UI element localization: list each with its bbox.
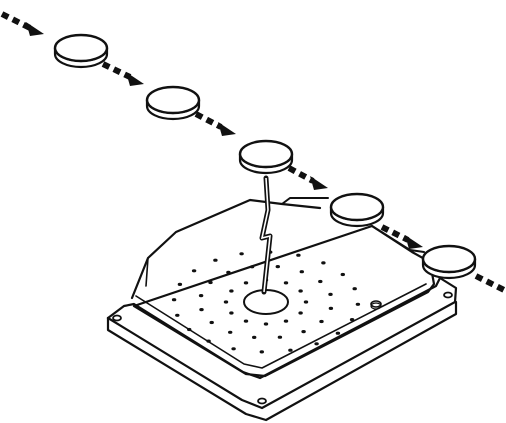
vacuum-hole bbox=[175, 313, 180, 317]
vacuum-hole bbox=[340, 272, 345, 277]
vacuum-hole bbox=[243, 319, 249, 323]
vacuum-hole bbox=[335, 331, 341, 335]
center-hole bbox=[243, 289, 289, 315]
disc-1 bbox=[53, 33, 109, 69]
vacuum-hole bbox=[229, 289, 234, 293]
vacuum-hole-grid bbox=[171, 250, 361, 354]
disc-2 bbox=[145, 85, 201, 121]
vacuum-hole bbox=[301, 330, 306, 334]
vacuum-hole bbox=[239, 252, 244, 256]
vacuum-hole bbox=[191, 269, 197, 273]
guide-line-2 bbox=[371, 225, 425, 253]
vacuum-hole bbox=[277, 335, 283, 339]
discs-group bbox=[53, 33, 477, 280]
vacuum-hole bbox=[259, 350, 264, 354]
flow-arrow-5 bbox=[380, 224, 423, 249]
vacuum-hole bbox=[298, 311, 303, 315]
flow-arrow-3 bbox=[194, 111, 236, 136]
vacuum-hole bbox=[213, 258, 218, 262]
vacuum-hole bbox=[275, 265, 280, 269]
vacuum-hole bbox=[303, 300, 309, 304]
vacuum-hole bbox=[314, 342, 319, 346]
disc-3 bbox=[238, 139, 294, 175]
vacuum-hole bbox=[349, 318, 355, 322]
vacuum-hole bbox=[171, 298, 177, 302]
vacuum-hole bbox=[355, 302, 361, 306]
vacuum-hole bbox=[328, 306, 334, 310]
pickup-lightning-link bbox=[259, 175, 273, 295]
vacuum-hole bbox=[318, 279, 323, 284]
conveyor-path bbox=[0, 11, 506, 294]
vacuum-hole bbox=[263, 322, 269, 326]
vacuum-hole bbox=[298, 289, 303, 293]
vacuum-hole bbox=[187, 327, 192, 332]
vacuum-hole bbox=[198, 294, 204, 298]
vacuum-hole bbox=[229, 311, 234, 315]
vacuum-hole bbox=[288, 348, 293, 352]
vacuum-hole bbox=[223, 300, 229, 304]
vacuum-hole bbox=[199, 308, 204, 312]
vacuum-hole bbox=[226, 270, 231, 274]
vacuum-hole bbox=[209, 320, 214, 325]
vacuum-hole bbox=[249, 265, 255, 269]
vacuum-hole bbox=[283, 281, 289, 285]
disc-4 bbox=[329, 192, 385, 228]
vacuum-hole bbox=[319, 319, 324, 324]
vacuum-hole bbox=[252, 335, 257, 339]
vacuum-hole bbox=[299, 270, 304, 274]
vacuum-hole bbox=[352, 287, 357, 291]
fixture-plate bbox=[106, 198, 458, 422]
slot-hole bbox=[370, 300, 382, 308]
vacuum-hole bbox=[177, 282, 183, 286]
flow-arrow-exit bbox=[474, 273, 506, 294]
vacuum-hole bbox=[206, 339, 211, 343]
vacuum-hole bbox=[228, 330, 233, 334]
vacuum-hole bbox=[243, 281, 249, 285]
vacuum-hole bbox=[296, 253, 301, 257]
flow-arrow-1 bbox=[0, 11, 44, 36]
flow-arrow-2 bbox=[101, 61, 144, 86]
guide-line-1 bbox=[281, 197, 329, 205]
vacuum-hole bbox=[328, 292, 333, 296]
vacuum-hole bbox=[231, 347, 236, 351]
disc-5 bbox=[421, 244, 477, 280]
vacuum-hole bbox=[208, 280, 213, 285]
vacuum-hole bbox=[321, 261, 326, 265]
flow-arrow-4 bbox=[287, 165, 328, 190]
vacuum-hole bbox=[283, 319, 289, 323]
